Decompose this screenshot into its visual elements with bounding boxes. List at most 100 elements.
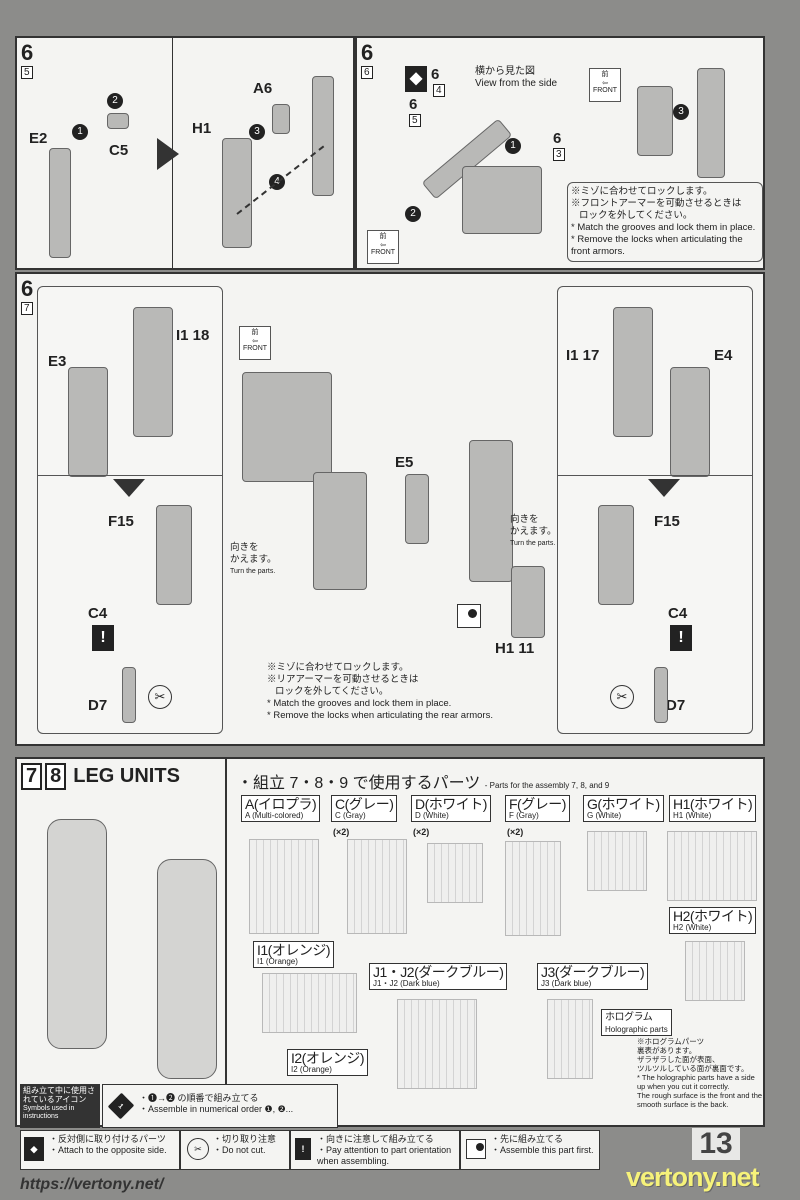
waist-assembly [242,372,332,482]
ref-step: 6 [409,96,418,113]
step-number: 6 [21,40,34,65]
do-not-cut-icon: ✂ [148,685,172,709]
part-label: F15 [654,513,680,530]
part-label: I1 17 [566,347,600,364]
down-arrow [113,479,145,497]
rear-armor-left [313,472,367,590]
legend-item-first: ・先に組み立てる・Assemble this part first. [460,1130,600,1170]
opposite-side-icon: ◆ [405,66,427,92]
count: (×2) [507,827,524,837]
ref-sub: 5 [409,114,421,127]
runner-j1j2 [397,999,477,1089]
legend-item-opposite: ◆ ・反対側に取り付けるパーツ・Attach to the opposite s… [20,1130,180,1170]
part-c5 [107,113,129,129]
part-e5 [405,474,429,544]
runner-c [347,839,407,934]
section-title: LEG UNITS [73,765,180,787]
part-label-a: A6 [253,80,273,97]
runner-a [249,839,319,934]
part-a6 [272,104,290,134]
part-h1-11 [511,566,545,638]
assemble-first-icon [457,604,481,628]
front-indicator: 前⇦FRONT [367,230,399,264]
legend-item-attention: ! ・向きに注意して組み立てる・Pay attention to part or… [290,1130,460,1170]
parts-label-f: F(グレー)F (Gray) [505,795,570,822]
front-indicator: 前⇦FRONT [589,68,621,102]
number-order-icon: 1 [107,1092,135,1120]
opposite-side-icon: ◆ [24,1137,44,1161]
step-number: 8 [45,763,67,790]
part-d7 [654,667,668,723]
step-num-3: 3 [249,124,265,140]
parts-label-i2: I2(オレンジ)I2 (Orange) [287,1049,368,1076]
part-e3 [68,367,108,477]
runner-g [587,831,647,891]
part-label: F15 [108,513,134,530]
parts-label-j1j2: J1・J2(ダークブルー)J1・J2 (Dark blue) [369,963,508,990]
part-label: C4 [88,605,108,622]
part-h1 [222,138,252,248]
runner-i1 [262,973,357,1033]
armor-detail [697,68,725,178]
count: (×2) [333,827,350,837]
front-indicator: 前⇦FRONT [239,326,271,360]
step-num-2: 2 [107,93,123,109]
step-num-1: 1 [72,124,88,140]
armor-part [598,505,634,605]
holo-note: ※ホログラムパーツ裏表があります。ザラザラした面が表面、ツルツルしている面が裏面… [637,1037,763,1109]
divider [225,759,227,1085]
left-leg-armor-subpanel: E3 I1 18 F15 C4 ! D7 ✂ [37,286,223,734]
step-number: 6 [21,276,34,301]
lock-note: ※ミゾに合わせてロックします。※フロントアーマーを可動させるときはロックを外して… [567,182,763,262]
page-number: 13 [692,1128,740,1160]
ref-step: 6 [431,66,440,83]
runner-f [505,841,561,936]
leg-illustration [47,819,107,1049]
next-arrow [157,138,179,170]
step-number: 6 [361,40,374,65]
part-label: I1 18 [176,327,210,344]
parts-label-g: G(ホワイト)G (White) [583,795,664,822]
leg-illustration [157,859,217,1079]
part-label: D7 [88,697,108,714]
do-not-cut-icon: ✂ [187,1138,209,1160]
legend-item-order: 1 ・❶→❷ の順番で組み立てる・Assemble in numerical o… [102,1084,338,1128]
parts-label-i1: I1(オレンジ)I1 (Orange) [253,941,334,968]
step-6-7-panel: 6 7 E3 I1 18 F15 C4 ! D7 ✂ I1 17 E4 F15 … [15,272,765,746]
attention-icon: ! [295,1138,311,1160]
parts-label-c: C(グレー)C (Gray) [331,795,398,822]
turn-note-right: 向きをかえます。Turn the parts. [510,514,557,547]
watermark-url: https://vertony.net/ [20,1176,164,1193]
divider [558,475,752,476]
part-label-h1: H1 [192,120,212,137]
runner-h1 [667,831,757,901]
divider [38,475,222,476]
runner-j3 [547,999,593,1079]
ref-sub: 4 [433,84,445,97]
rear-armor-right [469,440,513,582]
attention-icon: ! [670,625,692,651]
parts-label-h1: H1(ホワイト)H1 (White) [669,795,757,822]
step-num-1: 1 [505,138,521,154]
step-sub: 6 [361,66,373,79]
part-label-c: C5 [109,142,129,159]
watermark: vertony.net [626,1162,760,1192]
step-sub: 5 [21,66,33,79]
step-num-2: 2 [405,206,421,222]
step-num-4: 4 [269,174,285,190]
leg-units-header: 7 8 LEG UNITS [21,763,180,790]
do-not-cut-icon: ✂ [610,685,634,709]
runner-d [427,843,483,903]
part-label: E4 [714,347,733,364]
part-label-e: E2 [29,130,48,147]
ref-sub: 3 [553,148,565,161]
count: (×2) [413,827,430,837]
down-arrow [648,479,680,497]
part-label: E5 [395,454,414,471]
part-e2 [49,148,71,258]
attention-icon: ! [92,625,114,651]
